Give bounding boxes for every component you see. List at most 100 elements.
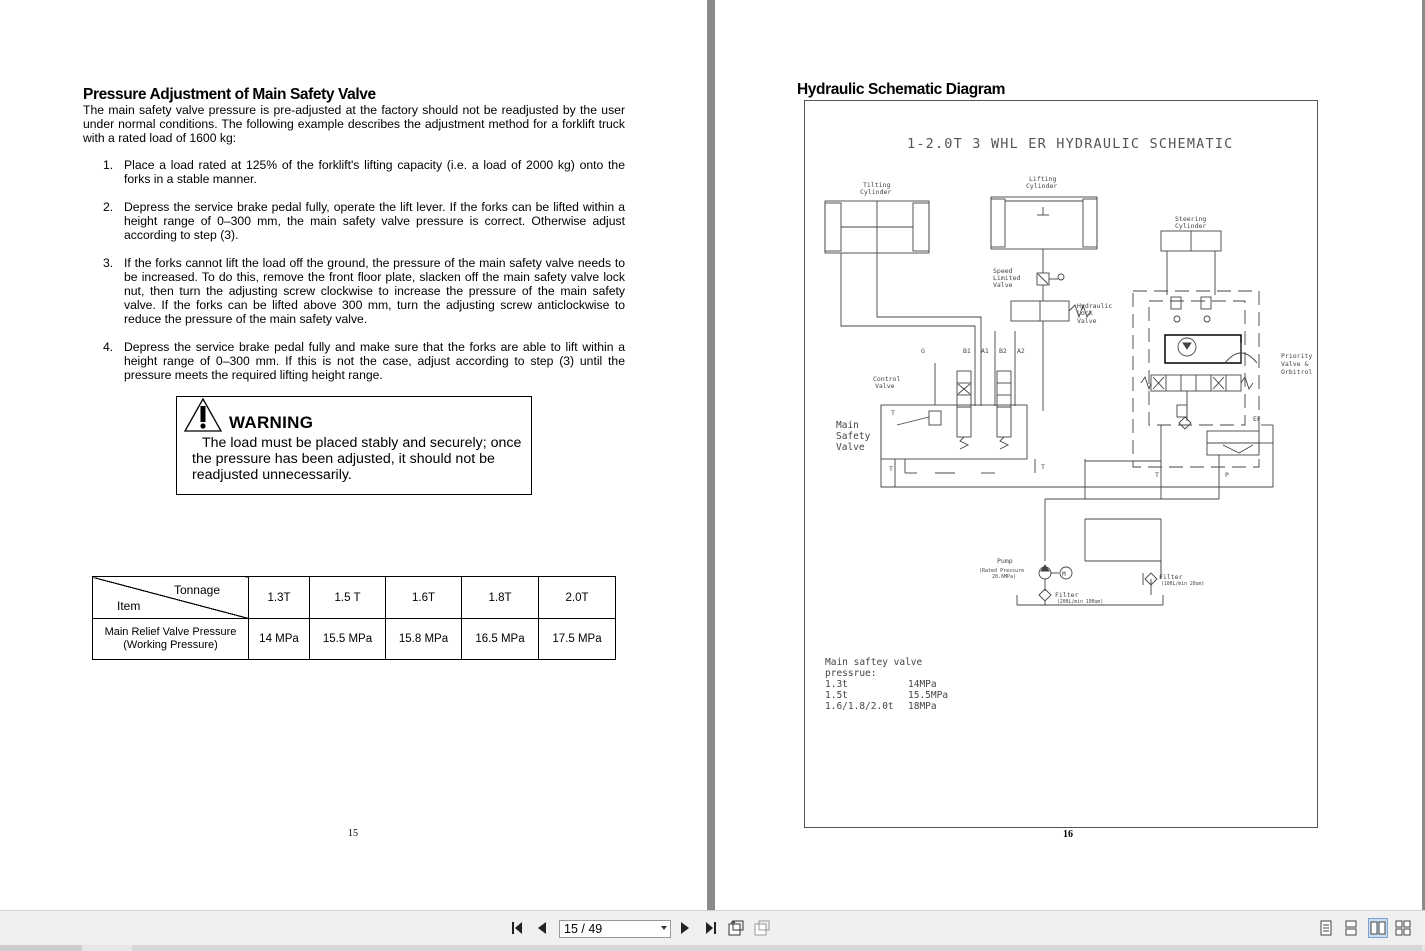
label-port-b2: B2 — [999, 347, 1007, 355]
warning-title: WARNING — [229, 413, 314, 432]
label-port-a1: A1 — [981, 347, 989, 355]
next-page-icon — [681, 922, 689, 934]
label-filter-suction: Filter — [1055, 591, 1079, 599]
label-lock-valve-3: Valve — [1077, 317, 1097, 325]
chevron-down-icon — [661, 926, 667, 930]
label-filter-return-2: (100L/min 20um) — [1161, 581, 1204, 587]
note-row-1-label: 1.3t — [825, 679, 848, 690]
label-priority-valve-3: Orbitrol — [1281, 368, 1312, 376]
label-lifting-cylinder: Lifting — [1029, 175, 1056, 183]
label-pump-2: (Rated Pressure — [979, 568, 1024, 574]
label-lock-valve: Hydraulic — [1077, 302, 1112, 310]
label-tilting-cylinder-2: Cylinder — [860, 188, 891, 196]
note-row-2-label: 1.5t — [825, 690, 848, 701]
section-title: Hydraulic Schematic Diagram — [797, 81, 1006, 98]
table-cell: 16.5 MPa — [461, 618, 539, 660]
list-item: 1.Place a load rated at 125% of the fork… — [103, 158, 625, 186]
intro-paragraph: The main safety valve pressure is pre-ad… — [83, 103, 625, 145]
next-page-button[interactable] — [675, 918, 695, 938]
label-priority-valve: Priority — [1281, 352, 1312, 360]
last-page-icon — [706, 922, 716, 934]
label-port-t-right: T — [1041, 463, 1045, 471]
rotate-icon — [728, 920, 744, 936]
tonnage-header: Tonnage — [173, 583, 220, 597]
list-item: 4.Depress the service brake pedal fully … — [103, 340, 625, 382]
schematic-drawing: 1-2.0T 3 WHL ER HYDRAULIC SCHEMATIC Tilt… — [824, 136, 1312, 712]
list-item: 2.Depress the service brake pedal fully,… — [103, 200, 625, 242]
single-page-icon — [1320, 920, 1332, 936]
viewer-toolbar: 15 / 49 — [0, 910, 1425, 946]
page-selector[interactable]: 15 / 49 — [559, 920, 671, 938]
label-port-t: T — [891, 409, 895, 417]
left-page: Pressure Adjustment of Main Safety Valve… — [0, 0, 707, 910]
item-header: Item — [117, 599, 141, 613]
table-row: Main Relief Valve Pressure (Working Pres… — [92, 618, 616, 660]
facing-view-button[interactable] — [1368, 918, 1388, 938]
continuous-view-button[interactable] — [1341, 918, 1361, 938]
single-page-view-button[interactable] — [1316, 918, 1336, 938]
table-cell: 14 MPa — [248, 618, 310, 660]
column-header: 1.3T — [248, 576, 310, 619]
fit-page-button[interactable] — [752, 918, 772, 938]
step-list: 1.Place a load rated at 125% of the fork… — [83, 158, 625, 396]
label-control-valve-2: Valve — [875, 382, 895, 390]
label-port-g: G — [921, 347, 925, 355]
note-row-1-value: 14MPa — [908, 679, 937, 690]
label-port-ef: EF — [1253, 415, 1261, 423]
continuous-facing-icon — [1395, 920, 1411, 936]
pressure-table: Tonnage Item 1.3T 1.5 T 1.6T 1.8T 2.0T M… — [92, 576, 616, 660]
scrollbar-thumb[interactable] — [0, 945, 82, 951]
label-priority-valve-2: Valve & — [1281, 360, 1308, 368]
page-gutter — [707, 0, 715, 910]
label-speed-valve: Speed — [993, 267, 1013, 275]
label-speed-valve-2: Limited — [993, 274, 1020, 282]
label-port-p: P — [1225, 471, 1229, 479]
continuous-facing-view-button[interactable] — [1393, 918, 1413, 938]
note-line-2: pressrue: — [825, 668, 876, 679]
table-cell: 15.5 MPa — [309, 618, 386, 660]
label-port-b1: B1 — [963, 347, 971, 355]
rotate-button[interactable] — [726, 918, 746, 938]
label-pump-3: 20.6MPa) — [992, 574, 1016, 580]
label-port-a2: A2 — [1017, 347, 1025, 355]
facing-icon — [1370, 921, 1386, 935]
prev-page-button[interactable] — [532, 918, 552, 938]
page-number: 16 — [1063, 829, 1073, 840]
row-label-sub: (Working Pressure) — [123, 639, 218, 651]
last-page-button[interactable] — [700, 918, 720, 938]
column-header: 2.0T — [538, 576, 616, 619]
table-row: Tonnage Item 1.3T 1.5 T 1.6T 1.8T 2.0T — [92, 576, 616, 619]
note-row-3-label: 1.6/1.8/2.0t — [825, 701, 894, 712]
first-page-button[interactable] — [508, 918, 528, 938]
label-port-t-lower: T — [889, 465, 893, 473]
label-main-safety-valve: Main — [836, 420, 859, 431]
label-port-t-priority: T — [1155, 471, 1159, 479]
scrollbar-track[interactable] — [132, 945, 1422, 951]
continuous-icon — [1345, 920, 1357, 936]
label-main-safety-valve-3: Valve — [836, 442, 865, 453]
table-cell: 17.5 MPa — [538, 618, 616, 660]
label-control-valve: Control — [873, 375, 900, 383]
first-page-icon — [512, 922, 522, 934]
warning-text: The load must be placed stably and secur… — [192, 435, 522, 483]
label-main-safety-valve-2: Safety — [836, 431, 871, 442]
warning-box: WARNING The load must be placed stably a… — [176, 396, 532, 495]
right-page: Hydraulic Schematic Diagram — [715, 0, 1422, 910]
label-tilting-cylinder: Tilting — [863, 181, 890, 189]
fit-icon — [754, 920, 770, 936]
row-label-cell: Main Relief Valve Pressure (Working Pres… — [92, 618, 249, 660]
column-header: 1.5 T — [309, 576, 386, 619]
warning-triangle-icon — [183, 397, 223, 432]
prev-page-icon — [538, 922, 546, 934]
label-pump: Pump — [997, 557, 1013, 565]
label-speed-valve-3: Valve — [993, 281, 1013, 289]
column-header: 1.8T — [461, 576, 539, 619]
horizontal-scrollbar[interactable] — [0, 945, 1425, 951]
page-number: 15 — [348, 828, 358, 839]
label-lock-valve-2: Lock — [1077, 309, 1093, 317]
label-steering-cylinder-2: Cylinder — [1175, 222, 1206, 230]
table-corner-cell: Tonnage Item — [92, 576, 249, 619]
column-header: 1.6T — [385, 576, 462, 619]
motor-label: M — [1062, 571, 1066, 578]
label-lifting-cylinder-2: Cylinder — [1026, 182, 1057, 190]
